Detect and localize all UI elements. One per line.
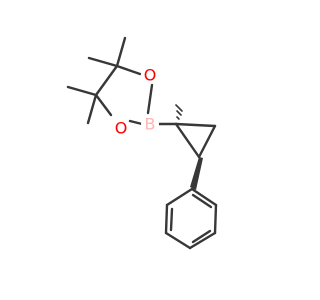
phenyl-ring: [164, 187, 218, 250]
hashed-stereo-bond: [175, 104, 183, 125]
bond-cyclopropyl-c1-c2: [174, 122, 217, 128]
oxygen-top-label-background: [141, 66, 159, 84]
boron-label-background: [141, 115, 159, 133]
boron-atom-label: B: [145, 115, 156, 134]
bond-oxygen-bottom-boron: [128, 119, 144, 126]
bond-c1-oxygen-top: [115, 64, 142, 76]
oxygen-atom-label-bottom: O: [115, 119, 128, 138]
bond-c2-methyl-left: [66, 85, 98, 97]
oxygen-bottom-label-background: [112, 119, 130, 137]
bond-cyclopropyl-c1-c3: [174, 122, 201, 159]
bond-c1-methyl-left: [87, 56, 119, 68]
bond-c2-methyl-bottom: [86, 93, 98, 125]
bond-cyclopropyl-c2-c3: [197, 124, 217, 159]
oxygen-atom-label-top: O: [144, 66, 157, 85]
molecule-structure: O O B: [66, 36, 218, 250]
bond-c2-oxygen-bottom: [94, 93, 113, 117]
wedge-stereo-bond: [190, 157, 203, 190]
bond-oxygen-top-boron: [146, 83, 154, 115]
bond-c1-methyl-top: [115, 36, 127, 68]
bond-c1-c2: [94, 64, 119, 97]
